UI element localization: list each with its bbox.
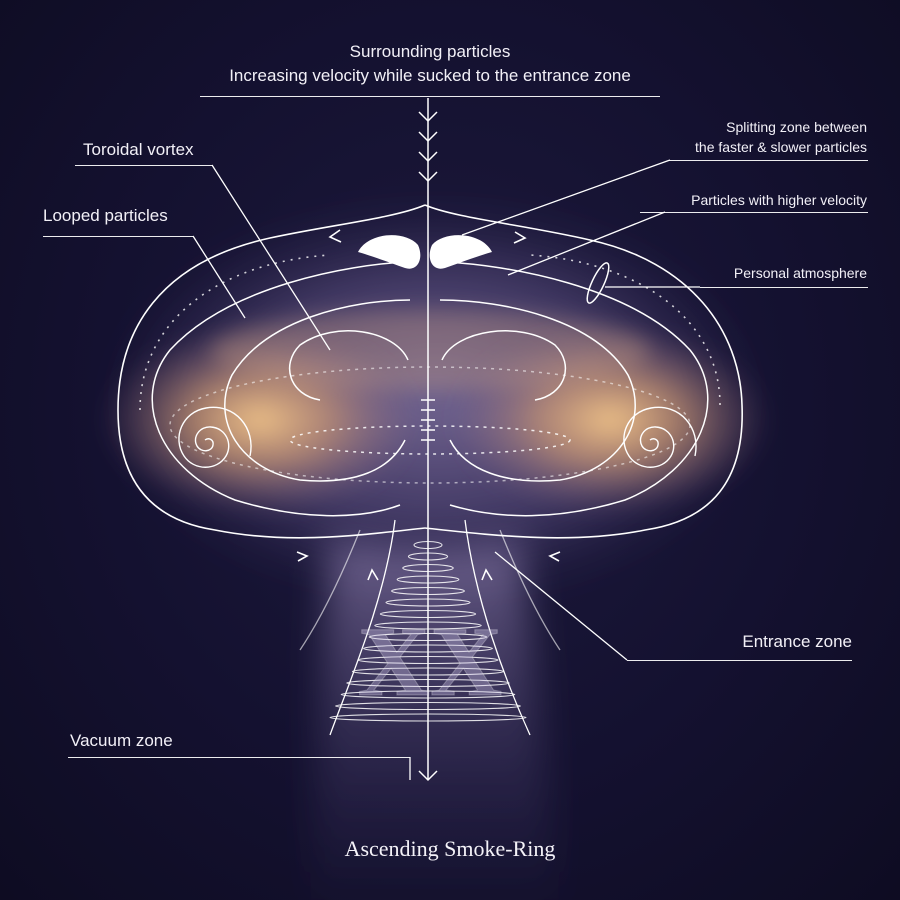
vacuum-ring [385,598,471,607]
vacuum-ring [363,644,493,653]
vacuum-ring [402,563,454,573]
vacuum-ring [357,655,499,665]
vacuum-zone-underline [68,757,410,758]
vacuum-ring [351,667,505,676]
vacuum-zone-label: Vacuum zone [70,731,173,750]
toroidal-vortex-label: Toroidal vortex [83,140,194,159]
looped-particles-underline [43,236,193,237]
central-axis [418,98,438,782]
vacuum-ring [335,701,521,711]
entrance-zone-underline [627,660,852,661]
vortex-spirals [178,406,697,468]
vacuum-ring [379,609,477,619]
top-label-underline [200,96,660,97]
vacuum-ring [340,690,516,699]
splitting-zone-label-line1: Splitting zone between [726,119,867,135]
diagram-title: Ascending Smoke-Ring [344,836,556,861]
watermark: XX [358,606,502,717]
toroidal-vortex-underline [75,165,213,166]
smoke-glow [100,200,770,900]
higher-velocity-label: Particles with higher velocity [691,192,867,208]
vacuum-ring [346,678,510,688]
entrance-zone-label: Entrance zone [742,632,852,651]
vacuum-ring [391,586,465,596]
flow-arrowheads [296,229,561,581]
vacuum-ring [329,713,527,722]
splitting-zone-underline [668,160,868,161]
outer-ring-lines [117,204,743,539]
vacuum-ring [368,632,488,642]
personal-atmosphere-label: Personal atmosphere [733,265,867,281]
entrance-funnel [299,519,561,736]
surrounding-particles-title: Surrounding particles [349,42,511,61]
splitting-zone-label-line2: the faster & slower particles [695,139,867,155]
vacuum-ring [374,621,482,630]
vacuum-ring [413,540,443,550]
higher-velocity-underline [640,212,868,213]
vacuum-zone-rings [329,540,527,722]
personal-atmosphere-marker [586,262,610,304]
splitting-lobes [358,235,492,269]
vacuum-ring [407,552,449,561]
looped-particles-label: Looped particles [43,206,168,225]
vacuum-ring [396,575,460,584]
leader-lines [192,159,700,780]
personal-atmosphere-underline [700,287,868,288]
surrounding-particles-desc: Increasing velocity while sucked to the … [229,66,631,85]
